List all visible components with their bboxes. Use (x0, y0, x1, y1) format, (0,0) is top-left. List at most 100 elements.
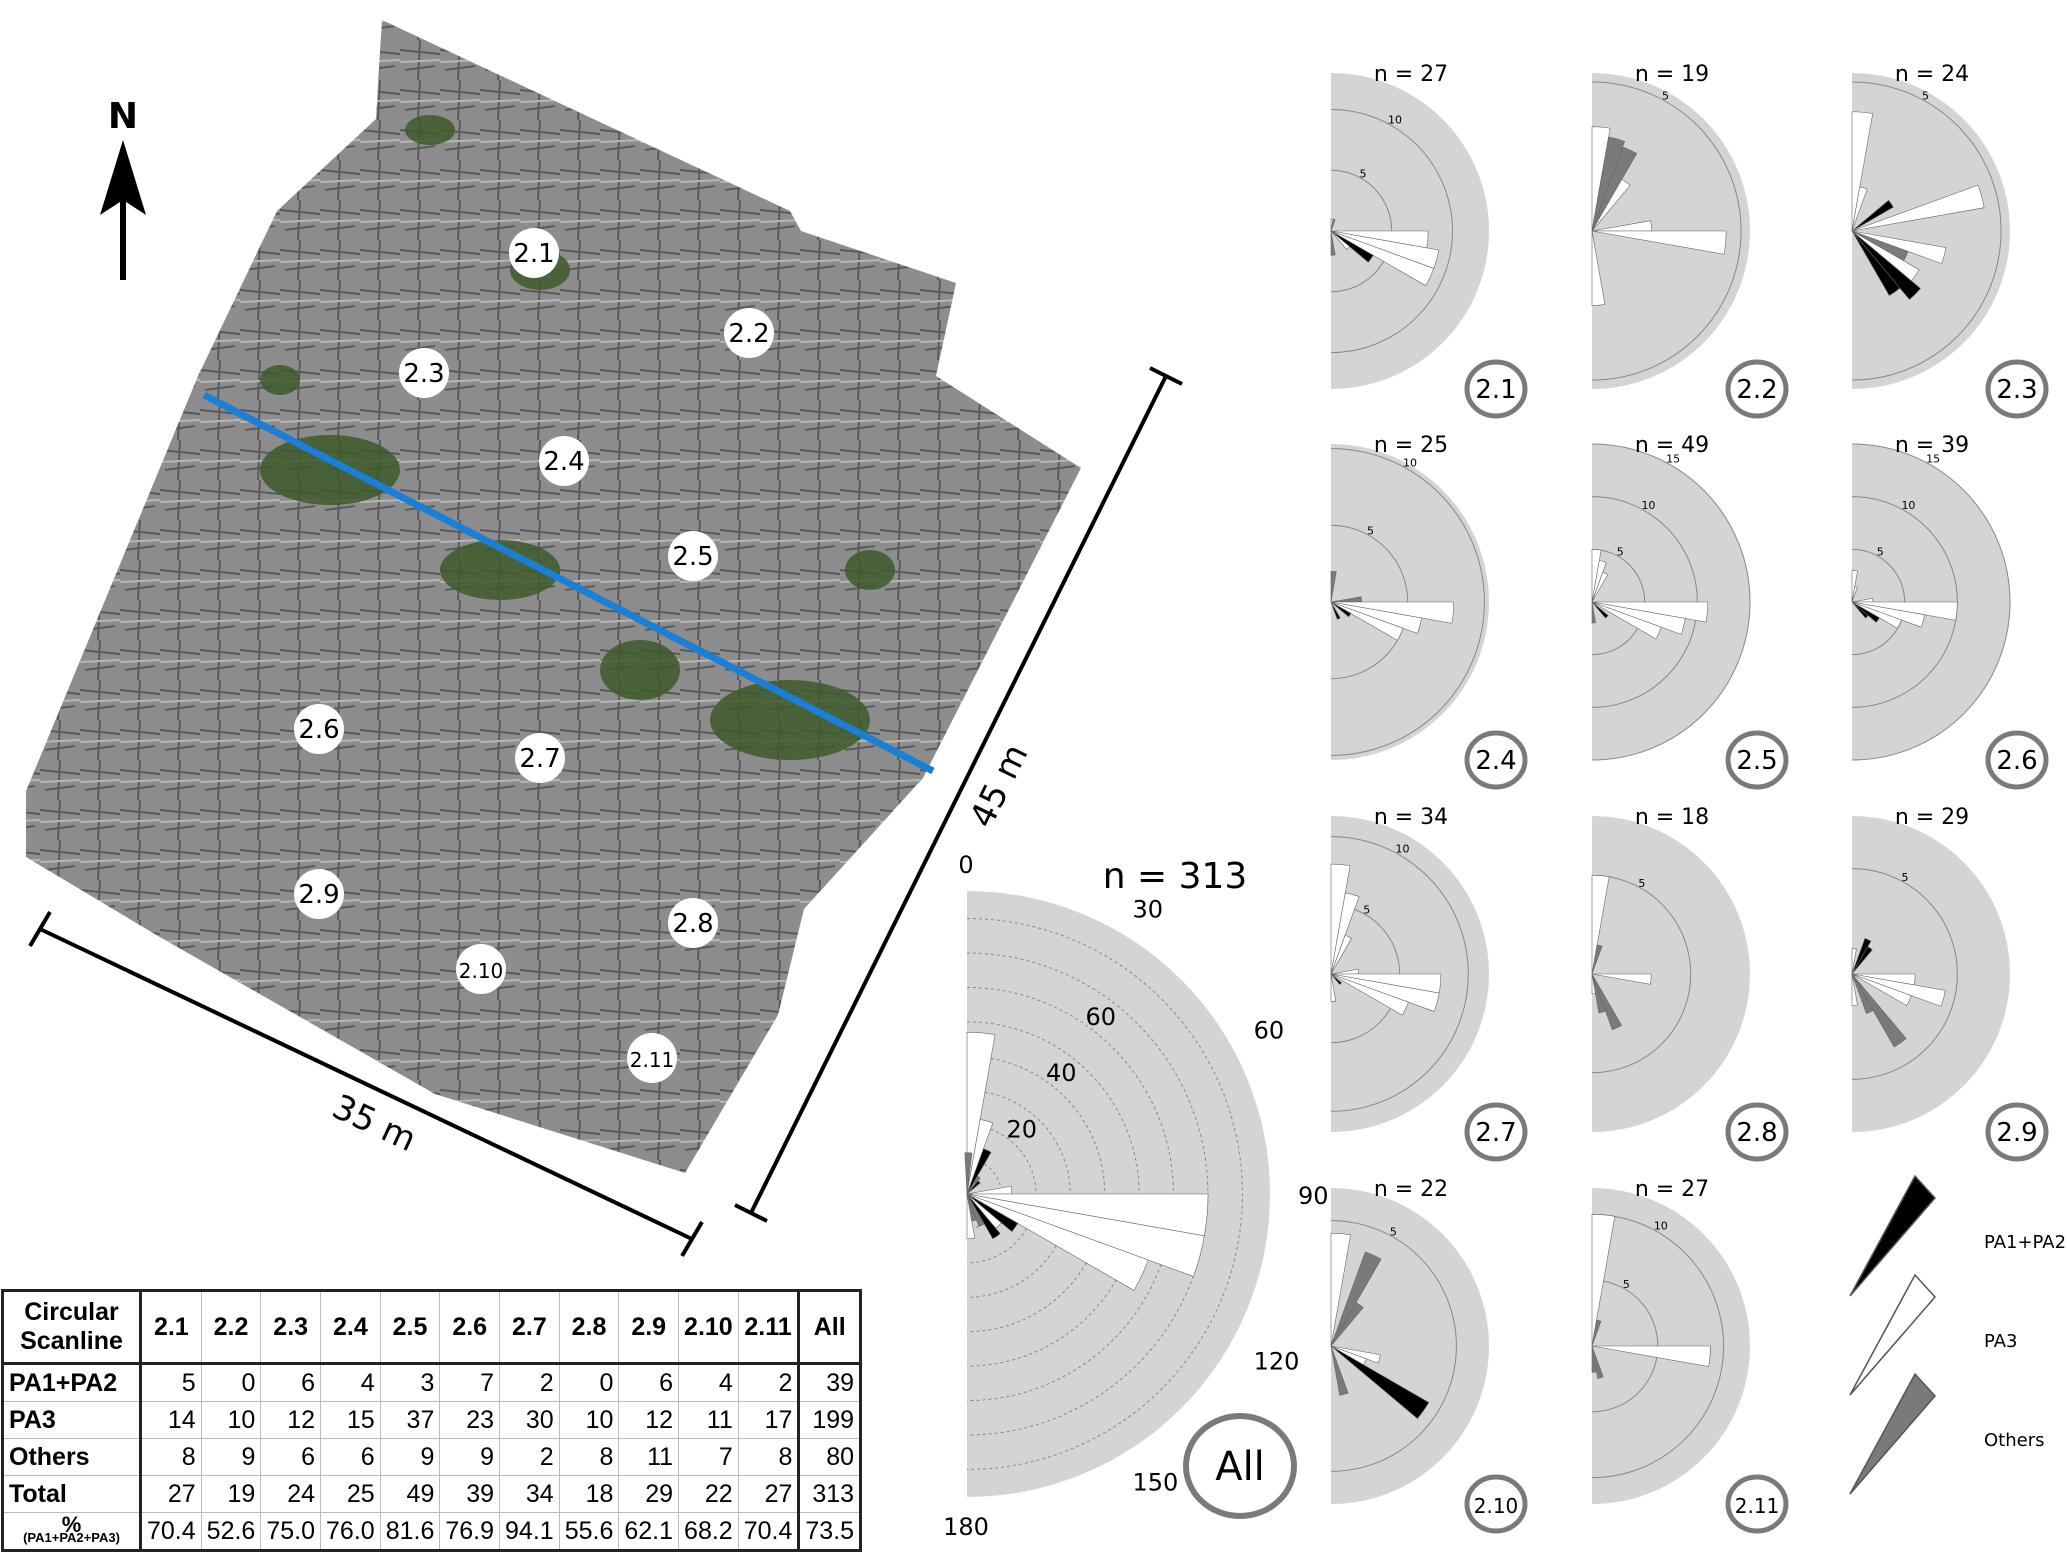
rose-petal-P3 (1330, 230, 1435, 287)
table-cell: 70.4 (140, 1512, 202, 1551)
rose-petal-O (966, 1193, 985, 1227)
table-cell: 8 (558, 1438, 620, 1476)
table-cell: 18 (558, 1475, 620, 1513)
rose-ring (966, 1090, 1071, 1298)
site-badge-label: 2.4 (1475, 746, 1516, 776)
table-cell: 22 (678, 1475, 739, 1513)
site-label: 2.3 (403, 359, 444, 389)
legend-label: PA3 (1984, 1331, 2017, 1352)
rose-petal-O (1591, 1319, 1602, 1347)
rose-petal-P3 (1851, 586, 1858, 603)
rose-petal-O (1330, 230, 1336, 256)
rose-petal-P3 (1591, 601, 1686, 635)
rose-background (1331, 1188, 1489, 1504)
table-cell: 73.5 (797, 1512, 862, 1551)
legend-swatch-1 (1849, 1273, 1937, 1396)
rose-petal-O (966, 1193, 977, 1222)
rose-petal-P3 (1330, 1345, 1367, 1366)
site-badge-label: 2.11 (1735, 1494, 1780, 1518)
scanline-blue-line (202, 391, 935, 775)
table-cell: 19 (200, 1475, 262, 1513)
column-header: 2.5 (379, 1290, 441, 1365)
rose-petal-P3 (1591, 230, 1727, 255)
table-cell: 24 (260, 1475, 322, 1513)
site-label: 2.4 (543, 447, 584, 477)
site-badge (1725, 1102, 1789, 1162)
rose-petal-P12 (1591, 601, 1609, 619)
north-arrow: N (100, 96, 146, 280)
ring-label: 40 (1046, 1059, 1077, 1087)
ring-label: 5 (1623, 1278, 1630, 1291)
rose-petal-P12 (1851, 199, 1894, 232)
rose-petal-O (1851, 973, 1907, 1048)
table-cell: 199 (797, 1401, 862, 1439)
site-badge-label: 2.9 (1996, 1118, 2037, 1148)
rose-petal-O (1330, 218, 1336, 232)
ring-label: 15 (1926, 452, 1940, 465)
row-label-sub: (PA1+PA2+PA3) (23, 1530, 120, 1545)
rose-petal-P12 (1330, 601, 1341, 620)
rose-ring (1591, 874, 1692, 1074)
site-badge (1725, 1474, 1789, 1534)
rose-petal-P12 (1851, 601, 1880, 623)
table-cell: 9 (439, 1438, 501, 1476)
table-cell: 68.2 (678, 1512, 739, 1551)
rose-petal-O (1591, 1345, 1597, 1373)
table-cell: 0 (558, 1363, 620, 1402)
table-cell: 6 (260, 1363, 322, 1402)
table-cell: 5 (140, 1363, 202, 1402)
rose-petal-O (1591, 601, 1597, 624)
rose-petal-P12 (1330, 601, 1352, 618)
site-badge-label: 2.3 (1996, 375, 2037, 405)
site-badge-label: 2.1 (1475, 375, 1516, 405)
rose-petal-P12 (966, 1193, 1019, 1233)
scale-bar-45m (734, 366, 1183, 1223)
vegetation (260, 115, 895, 760)
table-cell: 12 (618, 1401, 680, 1439)
table-cell: 76.9 (439, 1512, 501, 1551)
angle-tick-label: 180 (943, 1513, 989, 1541)
table-cell: 70.4 (737, 1512, 800, 1551)
rose-petal-P12 (1851, 230, 1921, 300)
ring-label: 5 (1390, 1225, 1397, 1238)
rose-petal-P3 (1330, 230, 1351, 251)
table-cell: 37 (379, 1401, 441, 1439)
row-label: Total (2, 1475, 142, 1513)
rose-petal-P3 (966, 1193, 1149, 1291)
angle-tick-label: 30 (1133, 895, 1164, 923)
rose-petal-O (1591, 1345, 1604, 1379)
table-cell: 9 (379, 1438, 441, 1476)
legend-swatch-2 (1849, 1372, 1937, 1495)
rose-petal-P12 (1330, 230, 1374, 263)
rose-petal-P3 (1330, 601, 1404, 641)
n-label: n = 19 (1635, 62, 1709, 87)
table-cell: 27 (737, 1475, 800, 1513)
rose-petal-P3 (1330, 973, 1409, 1016)
rose-petal-P3 (1591, 178, 1631, 232)
table-cell: 17 (737, 1401, 800, 1439)
ring-label: 60 (1085, 1003, 1116, 1031)
table-cell: 6 (260, 1438, 322, 1476)
rose-background (1852, 73, 2010, 389)
table-cell: 12 (260, 1401, 322, 1439)
rose-ring (1851, 81, 2002, 381)
rose-petal-P12 (1330, 973, 1342, 985)
site-badge (1464, 1102, 1528, 1162)
rose-petal-P3 (1851, 184, 1985, 232)
site-marker: 2.8 (668, 898, 718, 948)
rose-petal-P12 (1851, 946, 1873, 975)
rose-petal-P3 (1851, 230, 1947, 265)
ring-label: 10 (1901, 499, 1915, 512)
table-cell: 0 (200, 1363, 262, 1402)
table-cell: 8 (737, 1438, 800, 1476)
n-label: n = 27 (1374, 62, 1448, 87)
rose-petal-O (1330, 1302, 1364, 1347)
table-cell: 75.0 (260, 1512, 322, 1551)
table-cell: 2 (499, 1363, 560, 1402)
rose-petal-P3 (1851, 601, 1902, 629)
